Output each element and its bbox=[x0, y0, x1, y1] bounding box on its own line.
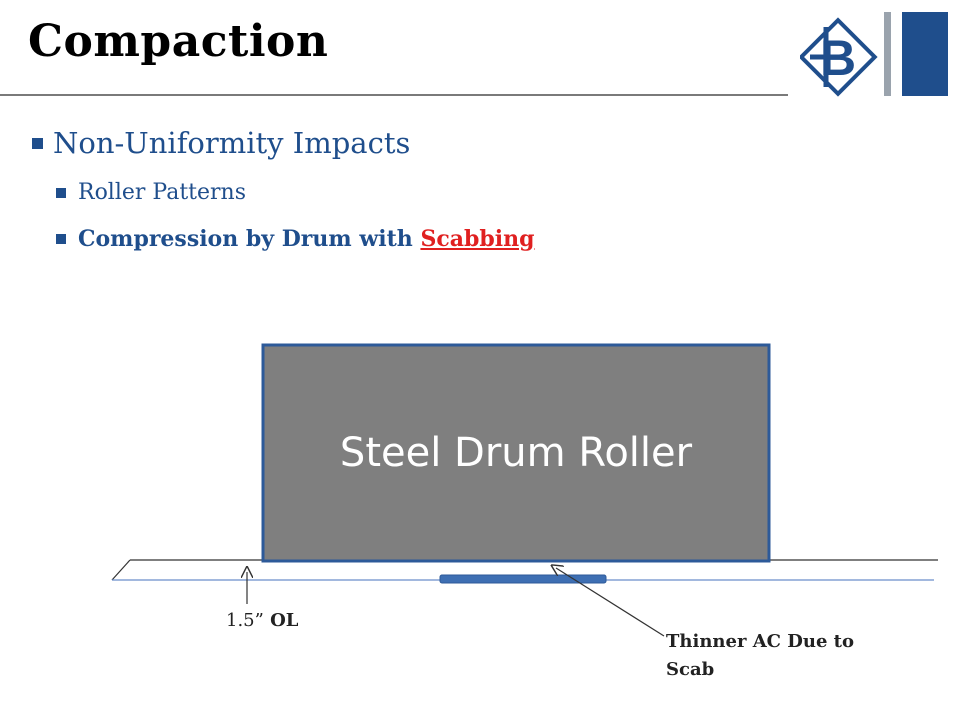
overlay-thickness-label: 1.5” OL bbox=[226, 610, 298, 631]
overlay-thickness-number: 1.5” bbox=[226, 610, 264, 631]
scab-bar bbox=[439, 574, 607, 584]
pavement-edge-line bbox=[111, 559, 131, 581]
company-logo-icon: B bbox=[800, 12, 948, 97]
bullet-text: Compression by Drum with Scabbing bbox=[78, 226, 534, 252]
title-divider bbox=[0, 94, 788, 96]
steel-drum-roller bbox=[261, 343, 771, 563]
roller-label: Steel Drum Roller bbox=[339, 430, 693, 476]
scabbing-highlight: Scabbing bbox=[420, 226, 535, 252]
bullet-roller-patterns: Roller Patterns bbox=[56, 180, 246, 205]
bullet-compression-by-drum: Compression by Drum with Scabbing bbox=[56, 226, 534, 252]
bullet-text: Non-Uniformity Impacts bbox=[53, 126, 411, 160]
bullet-marker-icon bbox=[56, 234, 66, 244]
bullet-marker-icon bbox=[56, 187, 66, 198]
bullet-non-uniformity: Non-Uniformity Impacts bbox=[32, 126, 410, 160]
slide-title: Compaction bbox=[28, 16, 329, 67]
scab-note-label: Thinner AC Due to Scab bbox=[666, 631, 854, 680]
overlay-suffix: OL bbox=[270, 610, 299, 631]
bullet-text: Roller Patterns bbox=[78, 180, 247, 205]
arrow-diagonal-icon bbox=[556, 568, 665, 637]
bullet-text-prefix: Compression by Drum with bbox=[78, 226, 421, 252]
bullet-marker-icon bbox=[32, 137, 43, 149]
